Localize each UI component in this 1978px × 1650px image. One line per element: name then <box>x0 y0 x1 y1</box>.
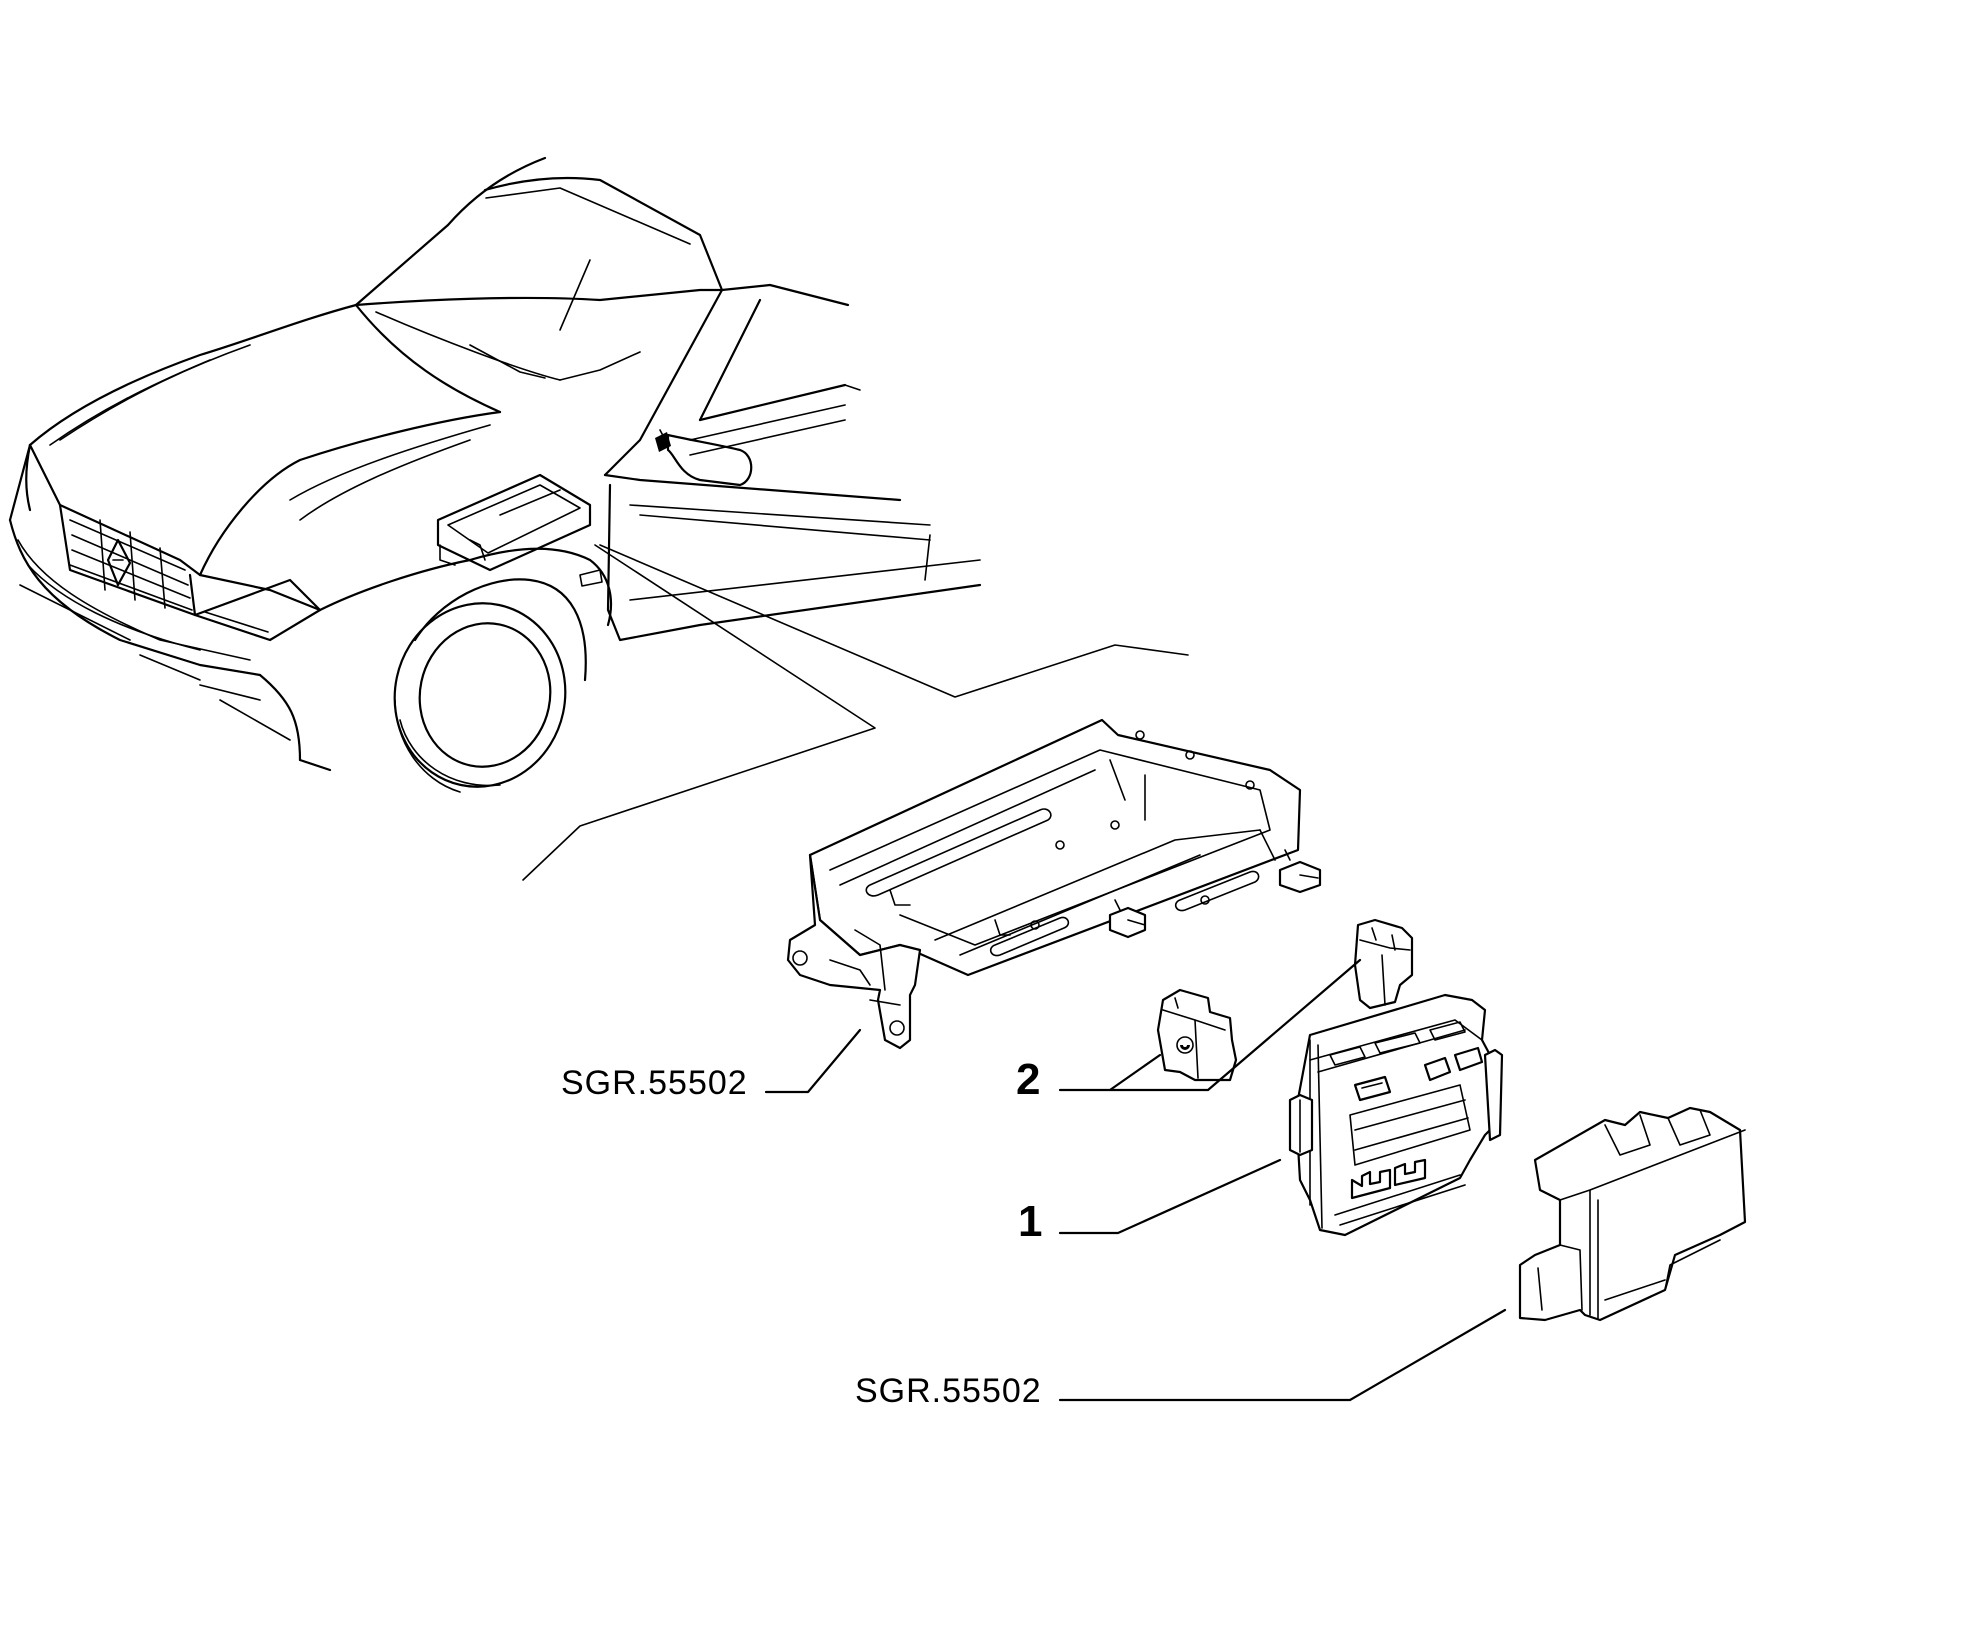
bracket-ref-label: SGR.55502 <box>561 1064 748 1102</box>
mounting-bracket <box>786 718 1322 1050</box>
cover-ref-label: SGR.55502 <box>855 1372 1042 1410</box>
part-2-label: 2 <box>1016 1055 1041 1104</box>
callout-leaders <box>764 958 1507 1402</box>
module-cover <box>1518 1106 1747 1322</box>
clip-right <box>1353 918 1414 1010</box>
bracket-on-car <box>436 473 592 572</box>
leader-lines <box>522 544 1189 881</box>
car-illustration <box>8 156 982 793</box>
part-1-label: 1 <box>1018 1197 1043 1246</box>
control-module <box>1288 993 1504 1237</box>
clip-left <box>1156 988 1238 1082</box>
